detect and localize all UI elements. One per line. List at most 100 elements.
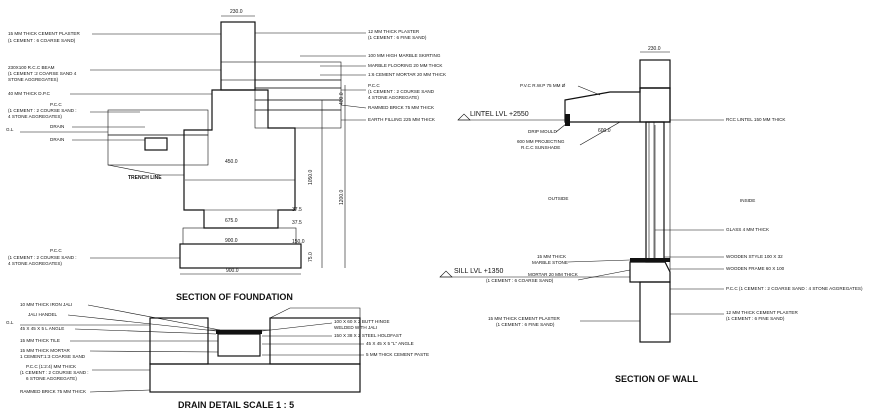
wall-marble-sill [630, 258, 670, 262]
wall-left-label: 15 MM THICK CEMENT PLASTER [488, 316, 560, 321]
wall-lintel-level: LINTEL LVL +2550 [470, 111, 529, 118]
foundation-left-label: (1 CEMENT : 2 COURSE SAND : [8, 108, 77, 113]
foundation-dim-bottom: 900.0 [226, 268, 239, 274]
foundation-trench-line [107, 164, 184, 176]
foundation-left-label: (1 CEMENT :2 COARSE SAND 4 [8, 71, 77, 76]
drain-right-labels: 100 X 60 X 2 BUTT HINGE WELDED WITH JALI… [261, 319, 429, 357]
leader-line [577, 269, 631, 281]
leader-line [261, 322, 333, 332]
foundation-right-label: (1 CEMENT : 6 FINE SAND) [368, 35, 427, 40]
leader-line [577, 85, 601, 96]
foundation-right-label: MARBLE FLOORING 20 MM THICK [368, 63, 443, 68]
foundation-right-label: 100 MM HIGH MARBLE SKIRTING [368, 53, 441, 58]
drain-jali [216, 330, 262, 334]
foundation-flooring-layer [254, 79, 342, 89]
foundation-dim-d10: 75.0 [308, 252, 314, 262]
wall-section: 230.0 600.0 LINTEL LVL +2550 SILL LVL +1… [439, 46, 863, 384]
wall-sunshade [564, 87, 671, 123]
drain-right-label: 150 X 38 X 2 STEEL HOLDFAST [334, 333, 402, 338]
wall-left-label: (1 CEMENT : 6 COARSE SAND) [486, 278, 554, 283]
wall-left-label: R.C.C SUNSHADE [521, 145, 560, 150]
foundation-dim-d4: 37.5 [292, 207, 302, 213]
drain-right-label: 45 X 45 X 5 "L" ANGLE [366, 341, 414, 346]
drain-right-label: WELDED WITH JALI [334, 325, 377, 330]
foundation-pcc-bed [179, 243, 302, 269]
foundation-right-label: 1:6 CEMENT MORTAR 20 MM THICK [368, 72, 447, 77]
leader-line [340, 104, 367, 109]
foundation-pcc-bottom-label: P.C.C [50, 248, 62, 253]
drain-left-label: JALI HANDEL [28, 312, 58, 317]
foundation-right-labels: 12 MM THICK PLASTER (1 CEMENT : 6 FINE S… [255, 29, 447, 122]
foundation-left-label: DRAIN [50, 137, 64, 142]
foundation-rcc-beam [220, 61, 342, 81]
wall-left-label: 15 MM THICK [537, 254, 567, 259]
foundation-left-label: P.C.C [50, 102, 62, 107]
foundation-right-label: (1 CEMENT : 2 COURSE SAND [368, 89, 435, 94]
foundation-dim-d9: 400.0 [339, 92, 345, 105]
drain-left-label: 45 X 45 X 5 L ANGLE [20, 326, 64, 331]
foundation-earth-left [107, 109, 209, 136]
wall-lintel-marker [457, 113, 471, 121]
drain-channel [217, 333, 261, 357]
leader-line [74, 328, 217, 335]
drain-channel-body [207, 329, 271, 365]
wall-sill [629, 261, 671, 283]
foundation-pcc-bottom-label: (1 CEMENT : 2 COURSE SAND : [8, 255, 77, 260]
foundation-dim-top: 230.0 [230, 9, 243, 15]
leader-line [89, 350, 219, 353]
foundation-dim-d5: 37.5 [292, 220, 302, 226]
drain-left-label: RAMMED BRICK 75 MM THICK [20, 389, 87, 394]
wall-left-label: MORTAR 20 MM THICK [528, 272, 579, 277]
foundation-right-label: EARTH FILLING 225 MM THICK [368, 117, 436, 122]
wall-right-label: RCC LINTEL 150 MM THICK [726, 117, 786, 122]
drain-gl-label: G.L [6, 320, 14, 325]
foundation-drain-channel [144, 137, 168, 151]
drain-left-label: P.C.C (1:2:4) MM THICK [26, 364, 77, 369]
wall-right-label: P.C.C (1 CEMENT : 2 COARSE SAND : 4 STON… [726, 286, 863, 291]
wall-right-label: (1 CEMENT : 6 FINE SAND) [726, 316, 785, 321]
wall-left-label: 600 MM PROJECTING [517, 139, 565, 144]
foundation-dim-d2: 675.0 [225, 218, 238, 224]
leader-line [67, 314, 217, 332]
wall-sill-level: SILL LVL +1350 [454, 268, 503, 275]
foundation-right-label: 12 MM THICK PLASTER [368, 29, 420, 34]
foundation-pcc-bottom-label: 4 STONE AGGREGATES) [8, 261, 62, 266]
leader-line [579, 121, 621, 146]
foundation-left-label: 4 STONE AGGREGATES) [8, 114, 62, 119]
wall-right-label: WOODEN STYLE 100 X 32 [726, 254, 783, 259]
drain-title: DRAIN DETAIL SCALE 1 : 5 [178, 400, 294, 410]
foundation-title: SECTION OF FOUNDATION [176, 292, 293, 302]
drain-left-label: 10 MM THICK IRON JALI [20, 302, 72, 307]
wall-title: SECTION OF WALL [615, 374, 698, 384]
wall-left-labels: P.V.C R.W.P 75 MM Ø DRIP MOULD 600 MM PR… [486, 83, 640, 327]
foundation-right-label: RAMMED BRICK 75 MM THICK [368, 105, 435, 110]
foundation-left-label: 230X100 R.C.C BEAM [8, 65, 55, 70]
foundation-earth-filling [254, 109, 342, 129]
wall-sill-marker [439, 270, 453, 278]
foundation-left-label: 15 MM THICK CEMENT PLASTER [8, 31, 80, 36]
drain-detail: G.L 10 MM THICK IRON JALI JALI HANDEL 45… [6, 302, 429, 410]
wall-wooden-style [648, 121, 655, 263]
foundation-left-label: (1 CEMENT : 6 COARSE SAND) [8, 38, 76, 43]
wall-drip-mould [565, 114, 570, 126]
foundation-left-label: DRAIN [50, 124, 64, 129]
wall-left-label: (1 CEMENT : 6 FINE SAND) [496, 322, 555, 327]
foundation-dim-d6: 150.0 [292, 239, 305, 245]
wall-upper-brick [639, 59, 671, 89]
leader-line [567, 259, 631, 263]
drain-slab-steps [269, 307, 361, 319]
drain-left-label: 15 MM THICK TILE [20, 338, 60, 343]
drain-base-brick [149, 363, 361, 393]
leader-line [555, 123, 567, 133]
wall-left-label: MARBLE STONE [532, 260, 568, 265]
wall-left-label: P.V.C R.W.P 75 MM Ø [520, 83, 566, 88]
foundation-pcc-base [182, 227, 297, 245]
leader-line [89, 389, 151, 393]
drain-left-label: 6 STONE AGGREGATE) [26, 376, 77, 381]
wall-outside-label: OUTSIDE [548, 196, 568, 201]
foundation-section: G.L TRENCH LINE 230.0 900.0 450.0 675.0 … [6, 9, 447, 302]
foundation-left-label: STONE AGGREGATES) [8, 77, 59, 82]
foundation-dim-d8: 1200.0 [339, 189, 345, 205]
wall-dim-top: 230.0 [648, 46, 661, 52]
